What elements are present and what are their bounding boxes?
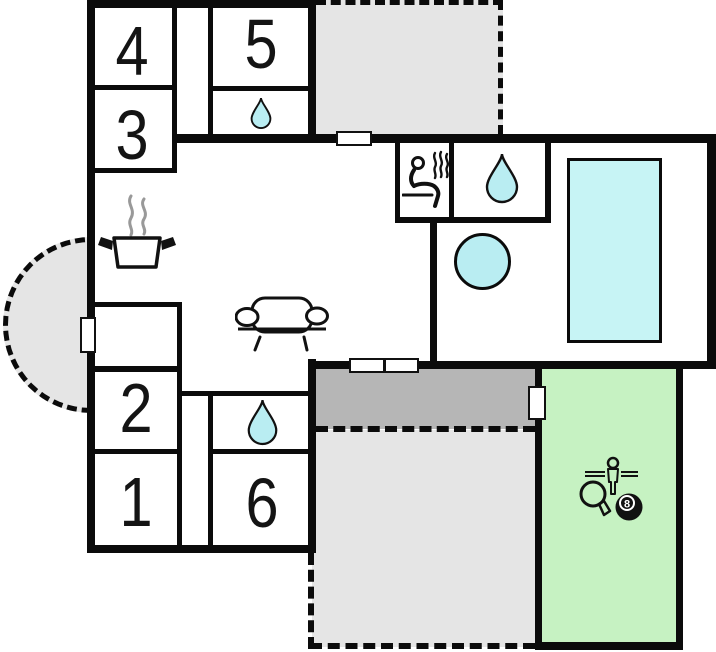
door-entrance [80, 317, 96, 353]
bedroom-6-label: 6 [245, 464, 279, 542]
sofa-icon [235, 296, 329, 352]
floor-main-section [95, 8, 308, 545]
wall [95, 449, 177, 454]
billiards-eight-ball-icon: 8 [615, 493, 643, 521]
steam-icon [141, 197, 147, 236]
wall [535, 642, 683, 650]
wall [308, 0, 316, 143]
wall [172, 8, 177, 173]
steam-icon [432, 151, 438, 180]
water-drop-icon [485, 153, 519, 204]
wall [213, 86, 308, 91]
cooking-pot-icon [98, 194, 176, 269]
games-icons: 8 [579, 456, 643, 521]
wall [177, 134, 716, 143]
wall [87, 0, 316, 8]
eight-ball-number: 8 [624, 499, 630, 511]
wall [208, 8, 213, 135]
bedroom-2-label: 2 [119, 369, 153, 447]
wall [177, 302, 182, 545]
hot-tub [454, 233, 511, 290]
table-tennis-icon [579, 480, 612, 517]
wall [87, 0, 95, 553]
wall [87, 545, 316, 553]
wall [95, 85, 172, 90]
steam-icon [444, 152, 450, 179]
wall [95, 366, 177, 372]
wall [308, 359, 316, 553]
covered-terrace [316, 369, 535, 429]
wall [676, 369, 683, 650]
sliding-door-right-panel [384, 358, 419, 373]
sauna-icon [402, 150, 450, 208]
wall [213, 449, 308, 454]
covered-terrace-dashed-edge [316, 426, 535, 432]
pot-body [112, 236, 162, 269]
wall [449, 143, 454, 223]
wall [395, 143, 400, 223]
pot-handle [98, 237, 113, 250]
wall [95, 302, 178, 307]
terrace-bottom-dashed-left [308, 553, 314, 649]
wall [545, 143, 551, 223]
steam-icon [438, 150, 444, 179]
water-drop-icon [247, 399, 278, 446]
sliding-door-left-panel [349, 358, 385, 373]
wall [95, 168, 177, 173]
wall [182, 391, 308, 396]
terrace-top [316, 0, 503, 135]
water-drop-icon [250, 97, 272, 129]
door-games-room [528, 386, 546, 420]
wall [308, 361, 716, 369]
foosball-icon [585, 456, 638, 495]
pot-handle [161, 237, 176, 250]
swimming-pool [567, 158, 662, 343]
steam-icon [128, 194, 134, 237]
wall [707, 134, 716, 369]
wall [395, 217, 551, 223]
wall [208, 391, 213, 545]
games-room-floor [542, 369, 676, 642]
door-living-room-top [336, 131, 372, 146]
bedroom-3-label: 3 [115, 96, 149, 174]
bedroom-4-label: 4 [115, 12, 149, 90]
bedroom-5-label: 5 [244, 5, 278, 83]
bedroom-1-label: 1 [119, 463, 153, 541]
terrace-bottom-dashed-bottom [310, 643, 535, 649]
wall [535, 369, 542, 650]
terrace-bottom [312, 430, 535, 647]
wall [430, 217, 437, 369]
